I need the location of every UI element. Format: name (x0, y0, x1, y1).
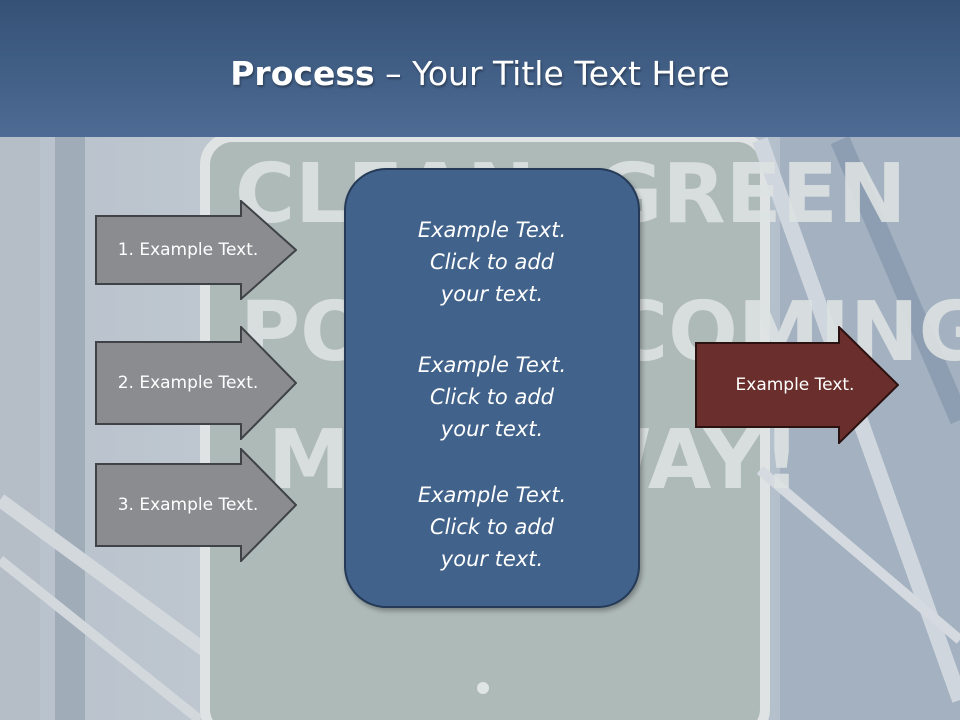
left-arrow-3[interactable]: 3. Example Text. (95, 448, 297, 562)
left-arrow-2-label: 2. Example Text. (117, 373, 259, 393)
arrow-shape-icon (95, 200, 297, 300)
slide-title: Process – Your Title Text Here (0, 52, 960, 96)
center-text-item-3: Example Text. Click to add your text. (417, 483, 567, 571)
center-text-box[interactable]: Example Text. Click to add your text. Ex… (344, 168, 640, 608)
arrow-shape-icon (695, 326, 899, 444)
title-rest: – Your Title Text Here (374, 54, 730, 93)
left-arrow-3-label: 3. Example Text. (117, 495, 259, 515)
left-arrow-1[interactable]: 1. Example Text. (95, 200, 297, 300)
right-arrow[interactable]: Example Text. (695, 326, 899, 444)
center-text-item-2: Example Text. Click to add your text. (417, 353, 567, 441)
left-arrow-2[interactable]: 2. Example Text. (95, 326, 297, 440)
arrow-shape-icon (95, 448, 297, 562)
title-bold: Process (230, 54, 375, 93)
right-arrow-label: Example Text. (735, 375, 855, 395)
arrow-shape-icon (95, 326, 297, 440)
title-bar (0, 0, 960, 137)
center-text-item-1: Example Text. Click to add your text. (417, 218, 567, 306)
left-arrow-1-label: 1. Example Text. (117, 240, 259, 260)
